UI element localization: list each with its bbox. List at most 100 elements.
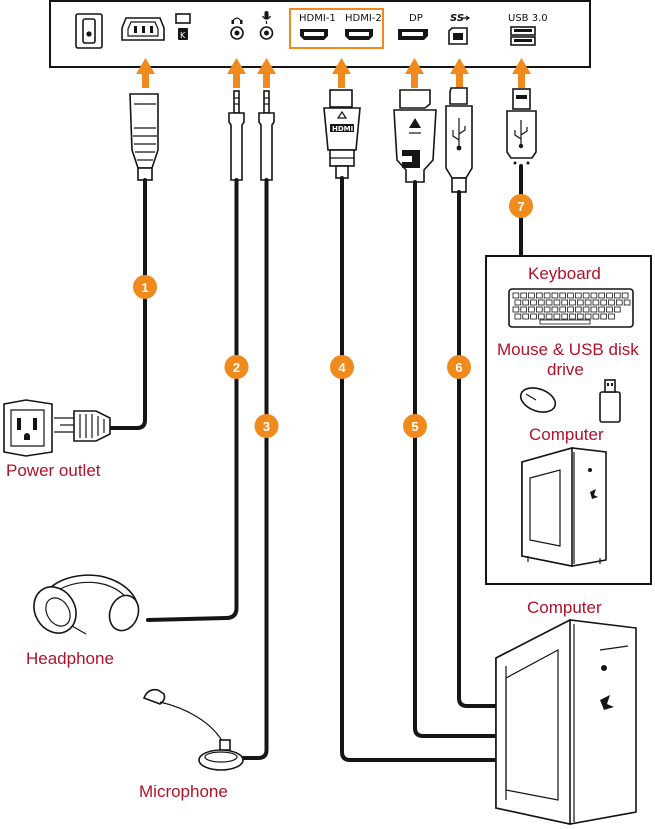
- keyboard-key: [545, 313, 553, 320]
- badge-3-number: 3: [263, 419, 270, 434]
- badge-6: [447, 355, 471, 379]
- keyboard-key: [575, 292, 582, 299]
- cable-hdmi: [340, 176, 508, 762]
- displayport-connector: [393, 89, 437, 183]
- usb-b-port-icon: [448, 27, 468, 45]
- keyboard-key: [559, 292, 566, 299]
- mouse-icon: [519, 387, 557, 413]
- ac-inlet-icon: [121, 17, 165, 41]
- keyboard-icon: [508, 288, 634, 328]
- svg-text:K: K: [180, 31, 186, 40]
- badge-2: [224, 355, 249, 379]
- microphone-label: Microphone: [139, 782, 228, 801]
- keyboard-key: [575, 306, 582, 313]
- keyboard-label: Keyboard: [528, 264, 601, 283]
- keyboard-spacebar: [539, 319, 591, 325]
- power-outlet-label: Power outlet: [6, 461, 101, 480]
- badge-2-number: 2: [233, 360, 240, 375]
- badge-1-number: 1: [141, 280, 148, 295]
- cable-microphone: [234, 178, 269, 760]
- keyboard-key: [569, 313, 576, 320]
- usb-a-connector: [506, 88, 537, 165]
- badge-1: [133, 275, 157, 299]
- keyboard-key: [606, 292, 613, 299]
- headphones-icon: [33, 574, 140, 635]
- keyboard-key: [582, 306, 590, 313]
- keyboard-key: [536, 306, 543, 313]
- keyboard-key: [559, 306, 566, 313]
- keyboard-key: [520, 306, 527, 313]
- usb-b-connector: [445, 87, 473, 193]
- monitor-io-panel: K HDMI-1 HDMI-2: [49, 0, 591, 68]
- arrow-usb-b: [450, 58, 469, 88]
- keyboard-key: [592, 313, 600, 320]
- keyboard-key: [577, 313, 584, 320]
- dp-label: DP: [409, 13, 423, 24]
- keyboard-key: [528, 306, 535, 313]
- keyboard-key: [536, 292, 543, 299]
- computer-main-label: Computer: [527, 598, 602, 617]
- keyboard-key: [569, 299, 576, 306]
- keyboard-key: [608, 313, 615, 320]
- keyboard-key: [520, 292, 527, 299]
- keyboard-key: [614, 306, 621, 313]
- hdmi2-label: HDMI-2: [345, 13, 382, 24]
- badge-4: [330, 355, 354, 379]
- keyboard-key: [590, 292, 598, 299]
- keyboard-key: [621, 292, 629, 299]
- headphone-jack-icon: [230, 17, 244, 40]
- keyboard-key: [538, 299, 545, 306]
- keyboard-key: [551, 292, 559, 299]
- hdmi-mark: HDMI: [332, 125, 353, 133]
- keyboard-key: [514, 313, 522, 320]
- usb-drive-icon: [599, 379, 621, 423]
- power-switch-icon: [75, 13, 103, 49]
- keyboard-key: [530, 313, 537, 320]
- connection-arrows: [136, 58, 531, 88]
- keyboard-key: [598, 306, 605, 313]
- keyboard-key: [598, 292, 605, 299]
- keyboard-key: [567, 292, 574, 299]
- microphone-plug: [258, 90, 275, 181]
- keyboard-key: [512, 292, 520, 299]
- mouse-usb-label: Mouse & USB disk: [497, 340, 639, 359]
- power-plug-icon: [54, 410, 111, 442]
- keyboard-key: [623, 299, 631, 306]
- arrow-usb-a: [512, 58, 531, 88]
- microphone-jack-icon: [259, 11, 274, 40]
- computer-tower-icon: [495, 618, 637, 825]
- keyboard-key: [514, 299, 522, 306]
- keyboard-key: [577, 299, 584, 306]
- usb-peripherals-box: Keyboard Mouse & USB disk drive Computer: [485, 255, 652, 585]
- arrow-headphone: [227, 58, 246, 88]
- badge-4-number: 4: [338, 360, 346, 375]
- hdmi-port-group: [289, 8, 384, 49]
- headphone-plug: [228, 90, 245, 181]
- badge-7: [509, 194, 533, 218]
- keyboard-key: [530, 299, 537, 306]
- keyboard-key: [582, 292, 590, 299]
- keyboard-key: [543, 306, 551, 313]
- usb-ss-label: SS: [450, 13, 464, 24]
- badge-6-number: 6: [455, 360, 462, 375]
- arrow-dp: [405, 58, 424, 88]
- badge-5: [403, 414, 427, 438]
- badge-5-number: 5: [411, 419, 418, 434]
- hdmi-port-icon: [300, 29, 328, 40]
- kensington-lock-icon: K: [175, 13, 191, 40]
- keyboard-key: [584, 313, 592, 320]
- keyboard-key: [522, 299, 529, 306]
- hdmi1-label: HDMI-1: [299, 13, 336, 24]
- badge-7-number: 7: [517, 199, 524, 214]
- keyboard-key: [561, 299, 568, 306]
- wall-outlet-icon: [3, 399, 53, 457]
- keyboard-key: [522, 313, 529, 320]
- keyboard-key: [561, 313, 568, 320]
- usb-a-port-icon: [510, 26, 536, 36]
- displayport-icon: [398, 29, 428, 40]
- keyboard-key: [590, 306, 598, 313]
- keyboard-key: [538, 313, 545, 320]
- mouse-usb-label-line2: drive: [547, 360, 584, 379]
- cable-power: [108, 178, 147, 430]
